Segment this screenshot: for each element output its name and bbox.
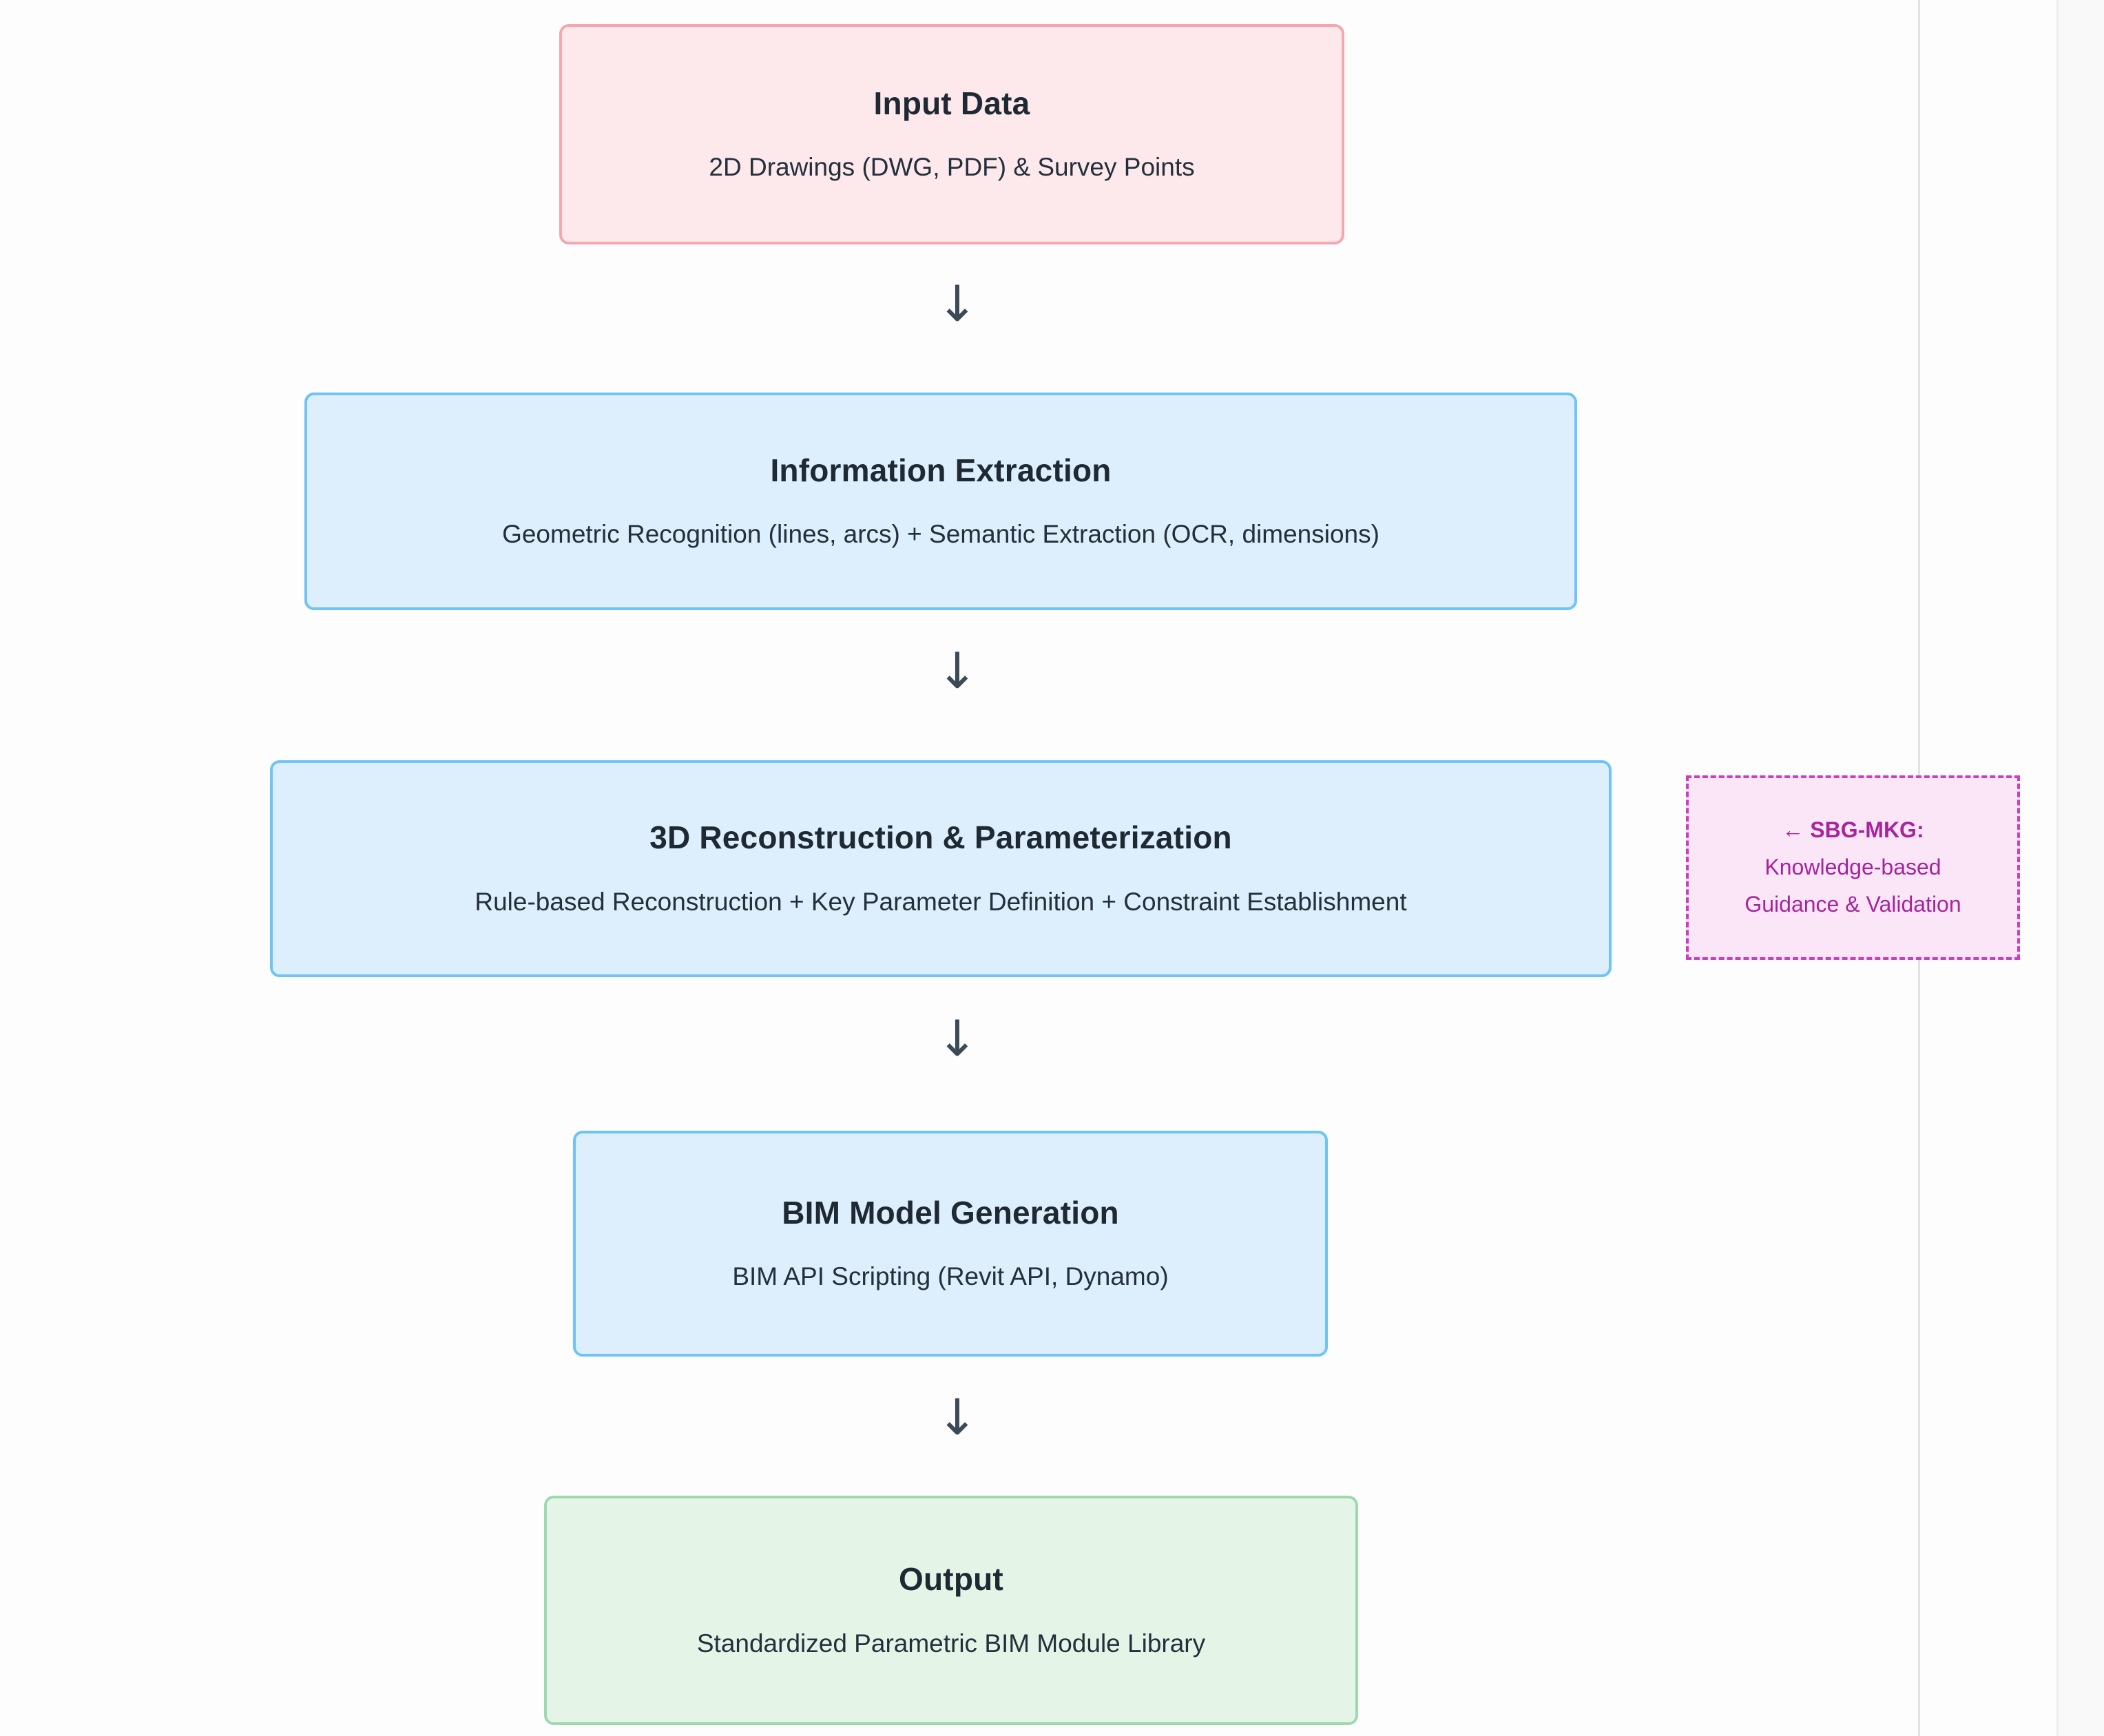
arrow-down-icon-3: ↓ xyxy=(936,1010,979,1067)
node-input-data-subtitle: 2D Drawings (DWG, PDF) & Survey Points xyxy=(709,153,1195,182)
arrow-down-icon-2: ↓ xyxy=(936,642,979,700)
node-bim-model-generation[interactable]: BIM Model Generation BIM API Scripting (… xyxy=(573,1131,1328,1357)
sbg-mkg-annotation[interactable]: ← SBG-MKG: Knowledge-based Guidance & Va… xyxy=(1686,775,2020,960)
node-input-data-title: Input Data xyxy=(873,85,1030,121)
node-reconstruction-parameterization[interactable]: 3D Reconstruction & Parameterization Rul… xyxy=(270,760,1612,977)
sbg-mkg-annotation-line-3: Guidance & Validation xyxy=(1744,891,1961,917)
sbg-mkg-annotation-line-2: Knowledge-based xyxy=(1764,855,1941,880)
arrow-down-icon-1: ↓ xyxy=(936,275,979,333)
node-information-extraction[interactable]: Information Extraction Geometric Recogni… xyxy=(304,393,1577,610)
node-output[interactable]: Output Standardized Parametric BIM Modul… xyxy=(544,1496,1358,1725)
node-output-subtitle: Standardized Parametric BIM Module Libra… xyxy=(696,1629,1206,1657)
node-output-title: Output xyxy=(899,1561,1003,1597)
node-reconstruction-parameterization-title: 3D Reconstruction & Parameterization xyxy=(649,819,1232,855)
right-panel-edge xyxy=(2056,0,2059,1736)
node-information-extraction-title: Information Extraction xyxy=(770,452,1112,488)
right-margin-panel xyxy=(2059,0,2104,1736)
node-reconstruction-parameterization-subtitle: Rule-based Reconstruction + Key Paramete… xyxy=(475,887,1407,916)
node-bim-model-generation-subtitle: BIM API Scripting (Revit API, Dynamo) xyxy=(732,1262,1169,1291)
node-input-data[interactable]: Input Data 2D Drawings (DWG, PDF) & Surv… xyxy=(559,24,1344,244)
sbg-mkg-annotation-line-1: ← SBG-MKG: xyxy=(1782,817,1924,843)
arrow-down-icon-4: ↓ xyxy=(936,1388,979,1446)
node-bim-model-generation-title: BIM Model Generation xyxy=(782,1194,1119,1231)
node-information-extraction-subtitle: Geometric Recognition (lines, arcs) + Se… xyxy=(502,520,1379,549)
